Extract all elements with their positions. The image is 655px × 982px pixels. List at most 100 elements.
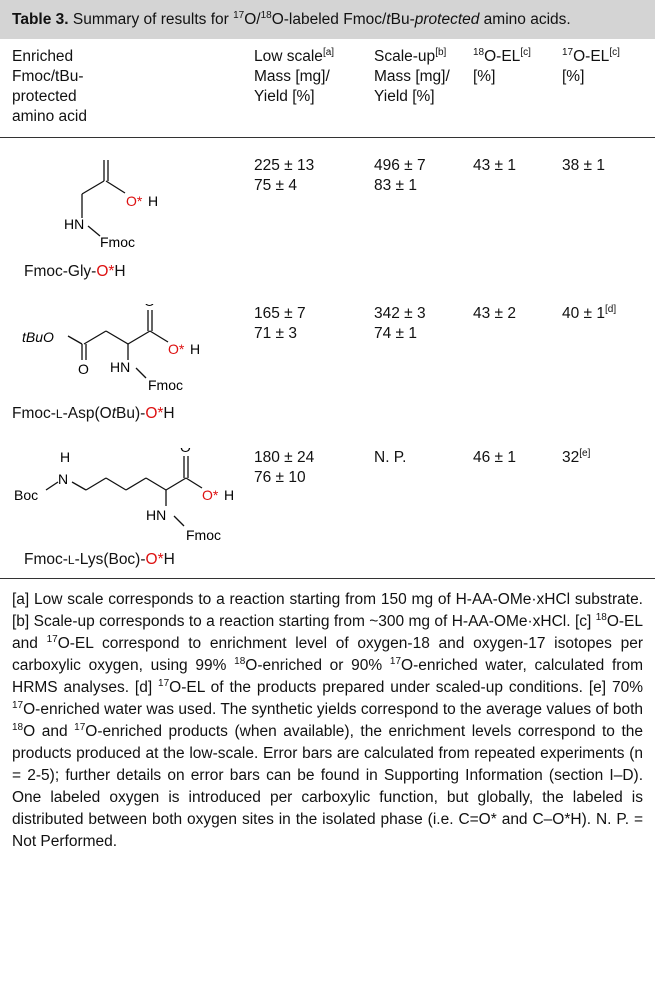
caption-italic-protected: protected (414, 11, 480, 28)
asp-structure: tBuO O O O* H HN Fmoc Fmoc-L-Asp(OtBu)-O… (12, 304, 254, 424)
compound-name: Fmoc-Gly-O*H (12, 262, 254, 282)
atom-h: H (60, 449, 70, 465)
lys-structure-drawing: H N Boc O O* H HN Fmoc (14, 448, 234, 543)
compound-name-part: Fmoc- (12, 405, 56, 422)
header-row: Enriched Fmoc/tBu- protected amino acid … (0, 39, 655, 138)
footnote-e: [e] 70% (582, 679, 643, 696)
compound-name-part: -Asp(O (62, 405, 112, 422)
footnote-e: O and (23, 723, 75, 740)
footnote-d: O-EL of the products prepared under scal… (169, 679, 583, 696)
group-boc: Boc (14, 487, 38, 503)
header-line: Yield [%] (374, 88, 435, 105)
compound-name-part: -Lys(Boc)- (74, 551, 146, 568)
el17-footnote-ref: [e] (579, 447, 591, 459)
up-mass: 342 ± 3 (374, 305, 426, 322)
el17-cell: 32[e] (562, 430, 655, 578)
footnote-sup: 18 (595, 611, 607, 623)
header-isotope: 17 (562, 46, 574, 58)
header-amino-acid: Enriched Fmoc/tBu- protected amino acid (0, 39, 254, 138)
header-scale-up: Scale-up[b] Mass [mg]/ Yield [%] (374, 39, 473, 138)
group-fmoc: Fmoc (148, 377, 183, 393)
compound-name-red: O* (145, 405, 164, 422)
header-17o-el: 17O-EL[c] [%] (562, 39, 655, 138)
header-line: [%] (473, 68, 496, 85)
footnote-a: [a] Low scale corresponds to a reaction … (12, 591, 643, 608)
low-mass: 225 ± 13 (254, 157, 315, 174)
header-line: Low scale (254, 48, 323, 65)
low-yield: 76 ± 10 (254, 469, 306, 486)
caption-text: amino acids. (479, 11, 571, 28)
group-fmoc: Fmoc (100, 234, 135, 250)
caption-text: Summary of results for (68, 11, 234, 28)
el18-cell: 43 ± 2 (473, 286, 562, 430)
caption-label: Table 3. (12, 11, 69, 28)
header-18o-el: 18O-EL[c] [%] (473, 39, 562, 138)
group-fmoc: Fmoc (186, 527, 221, 543)
results-table: Enriched Fmoc/tBu- protected amino acid … (0, 39, 655, 578)
low-scale-cell: 225 ± 13 75 ± 4 (254, 138, 374, 287)
atom-o-star: O* (126, 193, 143, 209)
el18-value: 46 ± 1 (473, 449, 516, 466)
up-mass: 496 ± 7 (374, 157, 426, 174)
atom-hn: HN (64, 216, 84, 232)
atom-o: O (78, 361, 89, 377)
header-line: Mass [mg]/ (254, 68, 330, 85)
lys-structure: H N Boc O O* H HN Fmoc Fmoc-L-Lys(Boc)-O… (12, 448, 254, 570)
compound-name-part: Bu)- (116, 405, 146, 422)
up-yield: 83 ± 1 (374, 177, 417, 194)
atom-hn: HN (110, 359, 130, 375)
atom-o: O (180, 448, 191, 455)
footnote-sup: 17 (389, 655, 402, 667)
asp-structure-drawing: tBuO O O O* H HN Fmoc (22, 304, 200, 393)
table-footnotes: [a] Low scale corresponds to a reaction … (0, 578, 655, 861)
header-line: Fmoc/tBu- (12, 68, 84, 85)
footnote-c: [c] (570, 613, 596, 630)
structure-cell: tBuO O O O* H HN Fmoc Fmoc-L-Asp(OtBu)-O… (0, 286, 254, 430)
table-caption: Table 3. Summary of results for 17O/18O-… (0, 0, 655, 39)
atom-o-star: O* (202, 487, 219, 503)
header-line: O-EL (484, 48, 521, 65)
el18-cell: 46 ± 1 (473, 430, 562, 578)
el17-cell: 40 ± 1[d] (562, 286, 655, 430)
caption-italic-t: t (386, 11, 391, 28)
atom-n: N (58, 471, 68, 487)
compound-name-part: H (163, 405, 175, 422)
compound-name-italic: t (111, 405, 117, 422)
footnote-e: O-enriched water was used. The synthetic… (23, 701, 643, 718)
header-low-scale: Low scale[a] Mass [mg]/ Yield [%] (254, 39, 374, 138)
compound-name-part: Fmoc- (24, 551, 68, 568)
el17-cell: 38 ± 1 (562, 138, 655, 287)
el17-value: 32 (562, 449, 580, 466)
up-yield: 74 ± 1 (374, 325, 417, 342)
header-line: Scale-up (374, 48, 436, 65)
footnote-sup: 18 (234, 655, 246, 667)
low-mass: 165 ± 7 (254, 305, 306, 322)
atom-o: O (100, 156, 111, 158)
footnote-sup: 17 (158, 677, 170, 689)
low-yield: 75 ± 4 (254, 177, 297, 194)
caption-text: O/ (244, 11, 261, 28)
compound-name-l: L (55, 407, 63, 421)
header-line: Mass [mg]/ (374, 68, 450, 85)
compound-name-red: O* (96, 263, 115, 280)
compound-name-l: L (67, 553, 75, 567)
atom-h: H (190, 341, 200, 357)
header-line: protected (12, 88, 77, 105)
header-line: Enriched (12, 48, 74, 65)
header-line: O-EL (573, 48, 610, 65)
structure-cell: O O* H HN Fmoc Fmoc-Gly-O*H (0, 138, 254, 287)
header-footnote-ref: [c] (609, 46, 620, 58)
low-yield: 71 ± 3 (254, 325, 297, 342)
footnote-text: [a] Low scale corresponds to a reaction … (12, 589, 643, 853)
el18-value: 43 ± 2 (473, 305, 516, 322)
compound-name-red: O* (145, 551, 164, 568)
header-line: Yield [%] (254, 88, 315, 105)
compound-name-part: H (163, 551, 175, 568)
gly-structure: O O* H HN Fmoc Fmoc-Gly-O*H (12, 156, 254, 282)
table-row: H N Boc O O* H HN Fmoc Fmoc-L-Lys(Boc)-O… (0, 430, 655, 578)
table-row: tBuO O O O* H HN Fmoc Fmoc-L-Asp(OtBu)-O… (0, 286, 655, 430)
el18-value: 43 ± 1 (473, 157, 516, 174)
up-mass: N. P. (374, 449, 407, 466)
atom-o-star: O* (168, 341, 185, 357)
